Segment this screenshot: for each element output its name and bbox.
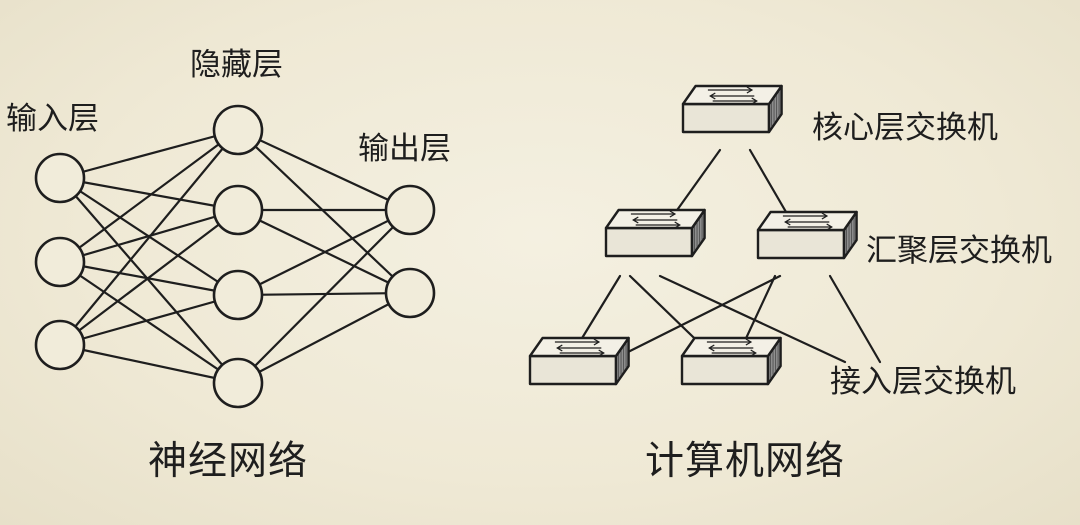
input-node [34, 236, 86, 288]
input-node [34, 319, 86, 371]
input-layer-label: 输入层 [6, 101, 99, 137]
connection-line [58, 176, 240, 212]
aggregation-switch-label: 汇聚层交换机 [866, 233, 1052, 269]
connection-line [236, 128, 412, 295]
core-switch-label: 核心层交换机 [812, 110, 998, 146]
connections [58, 128, 412, 385]
access-switch-label: 接入层交换机 [830, 364, 1016, 400]
connection-line [236, 291, 412, 385]
computer-network-caption: 计算机网络 [645, 439, 846, 484]
output-node [384, 184, 436, 236]
network-link [828, 274, 882, 364]
access-switch-right [680, 336, 782, 386]
connection-line [236, 128, 412, 212]
hidden-node [212, 269, 264, 321]
aggregation-switch-left [604, 208, 706, 258]
network-link [658, 274, 847, 364]
connection-line [58, 260, 240, 385]
hidden-node [212, 184, 264, 236]
input-node [34, 152, 86, 204]
connection-line [58, 128, 240, 180]
connection-line [58, 208, 240, 347]
connection-line [236, 291, 412, 297]
connection-line [236, 208, 412, 297]
hidden-node [212, 357, 264, 409]
neural-network-caption: 神经网络 [148, 439, 309, 484]
access-switch-left [528, 336, 630, 386]
core-switch [681, 84, 783, 134]
hidden-layer-label: 隐藏层 [190, 47, 283, 83]
connection-line [58, 293, 240, 347]
output-layer-label: 输出层 [358, 131, 451, 167]
connection-line [58, 343, 240, 385]
connection-line [58, 128, 240, 347]
hidden-node [212, 104, 264, 156]
connection-line [58, 176, 240, 385]
connection-line [58, 128, 240, 264]
output-node [384, 267, 436, 319]
aggregation-switch-right [756, 210, 858, 260]
connection-line [236, 208, 412, 385]
network-link [598, 274, 782, 368]
